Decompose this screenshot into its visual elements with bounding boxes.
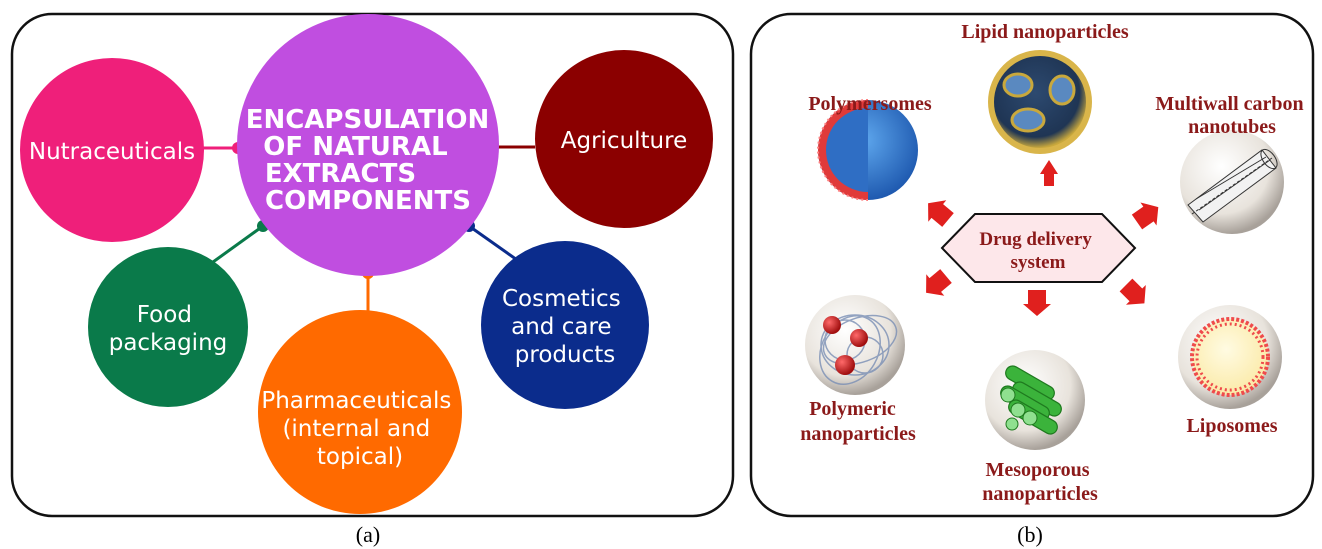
hub-circle: ENCAPSULATION OF NATURAL EXTRACTS COMPON…: [237, 14, 499, 276]
label-polymersomes: Polymersomes: [808, 93, 932, 115]
satellite-agriculture: Agriculture: [535, 50, 713, 228]
satellite-label: Cosmetics: [502, 286, 621, 312]
panel-b: Drug delivery system: [749, 12, 1315, 547]
satellite-label: Pharmaceuticals: [261, 388, 451, 414]
svg-text:Drug delivery system: Drug delivery system: [979, 229, 1096, 273]
connector-cosmetics: [468, 224, 521, 264]
mesoporous-nanoparticle-icon: [985, 350, 1085, 450]
center-label: system: [1011, 252, 1066, 273]
hub-title-line: ENCAPSULATION: [246, 105, 490, 135]
arrow-up-icon: [1040, 160, 1058, 186]
svg-text:ENCAPSULATION OF NATUR: ENCAPSULATION OF NATURAL EXTRACTS COMPON…: [246, 105, 499, 216]
svg-text:Nutraceuticals: Nutraceuticals: [29, 139, 195, 165]
drug-delivery-hexagon: Drug delivery system: [940, 213, 1137, 283]
satellite-label: products: [515, 342, 615, 368]
satellite-label: Food: [137, 302, 192, 328]
arrow-up-left-icon: [928, 200, 954, 227]
satellite-pharmaceuticals: Pharmaceuticals (internal and topical): [258, 310, 462, 514]
panel-a: Nutraceuticals Agriculture Food packagin…: [10, 12, 735, 547]
satellite-nutraceuticals: Nutraceuticals: [20, 58, 204, 242]
label-mesoporous: Mesoporous: [985, 459, 1089, 481]
arrow-down-icon: [1023, 290, 1051, 316]
satellite-label: Nutraceuticals: [29, 139, 195, 165]
lipid-nanoparticle-icon: [988, 50, 1092, 154]
liposome-icon: [1178, 305, 1282, 409]
svg-text:Polymeric nanoparticles: Polymeric nanoparticles: [800, 398, 916, 445]
arrow-up-right-icon: [1131, 202, 1159, 230]
svg-text:Liposomes: Liposomes: [1186, 415, 1277, 437]
arrow-down-right-icon: [1119, 278, 1146, 305]
svg-text:Pharmaceuticals (inter: Pharmaceuticals (internal and topical): [261, 388, 458, 470]
satellite-label: topical): [317, 444, 403, 470]
label-liposomes: Liposomes: [1186, 415, 1277, 437]
hub-title-line: COMPONENTS: [265, 186, 471, 216]
polymeric-nanoparticle-icon: [805, 295, 905, 395]
panel-a-caption: (a): [356, 522, 380, 547]
label-polymeric: Polymeric: [809, 398, 896, 420]
panel-b-caption: (b): [1017, 522, 1043, 547]
svg-text:Cosmetics and care: Cosmetics and care products: [502, 286, 628, 368]
satellite-cosmetics: Cosmetics and care products: [481, 241, 649, 409]
svg-text:Agriculture: Agriculture: [561, 128, 688, 154]
arrows: [926, 160, 1159, 316]
satellite-label: Agriculture: [561, 128, 688, 154]
label-lipid-nanoparticles: Lipid nanoparticles: [961, 21, 1128, 43]
svg-text:Lipid nanoparticles: Lipid nanoparticles: [961, 21, 1128, 43]
hub-title-line: EXTRACTS: [265, 159, 416, 189]
label-nanotubes: nanotubes: [1188, 116, 1276, 138]
satellite-food-packaging: Food packaging: [88, 247, 248, 407]
hub-title-line: OF NATURAL: [263, 132, 447, 162]
svg-text:Polymersomes: Polymersomes: [808, 93, 932, 115]
carbon-nanotube-icon: [1180, 130, 1284, 234]
label-multiwall-carbon: Multiwall carbon: [1155, 93, 1303, 115]
polymersome-icon: [817, 99, 918, 201]
svg-text:Multiwall carbon nanotub: Multiwall carbon nanotubes: [1155, 93, 1308, 138]
satellite-label: (internal and: [282, 416, 430, 442]
center-label: Drug delivery: [979, 229, 1092, 250]
label-polymeric-nanoparticles: nanoparticles: [800, 423, 916, 445]
svg-text:Mesoporous nanoparticles: Mesoporous nanoparticles: [982, 459, 1098, 505]
satellite-label: packaging: [109, 330, 228, 356]
arrow-down-left-icon: [926, 269, 952, 296]
label-mesoporous-nanoparticles: nanoparticles: [982, 483, 1098, 505]
connector-food-packaging: [212, 224, 264, 264]
satellite-label: and care: [511, 314, 611, 340]
svg-text:Food packaging: Food packaging: [109, 302, 228, 356]
